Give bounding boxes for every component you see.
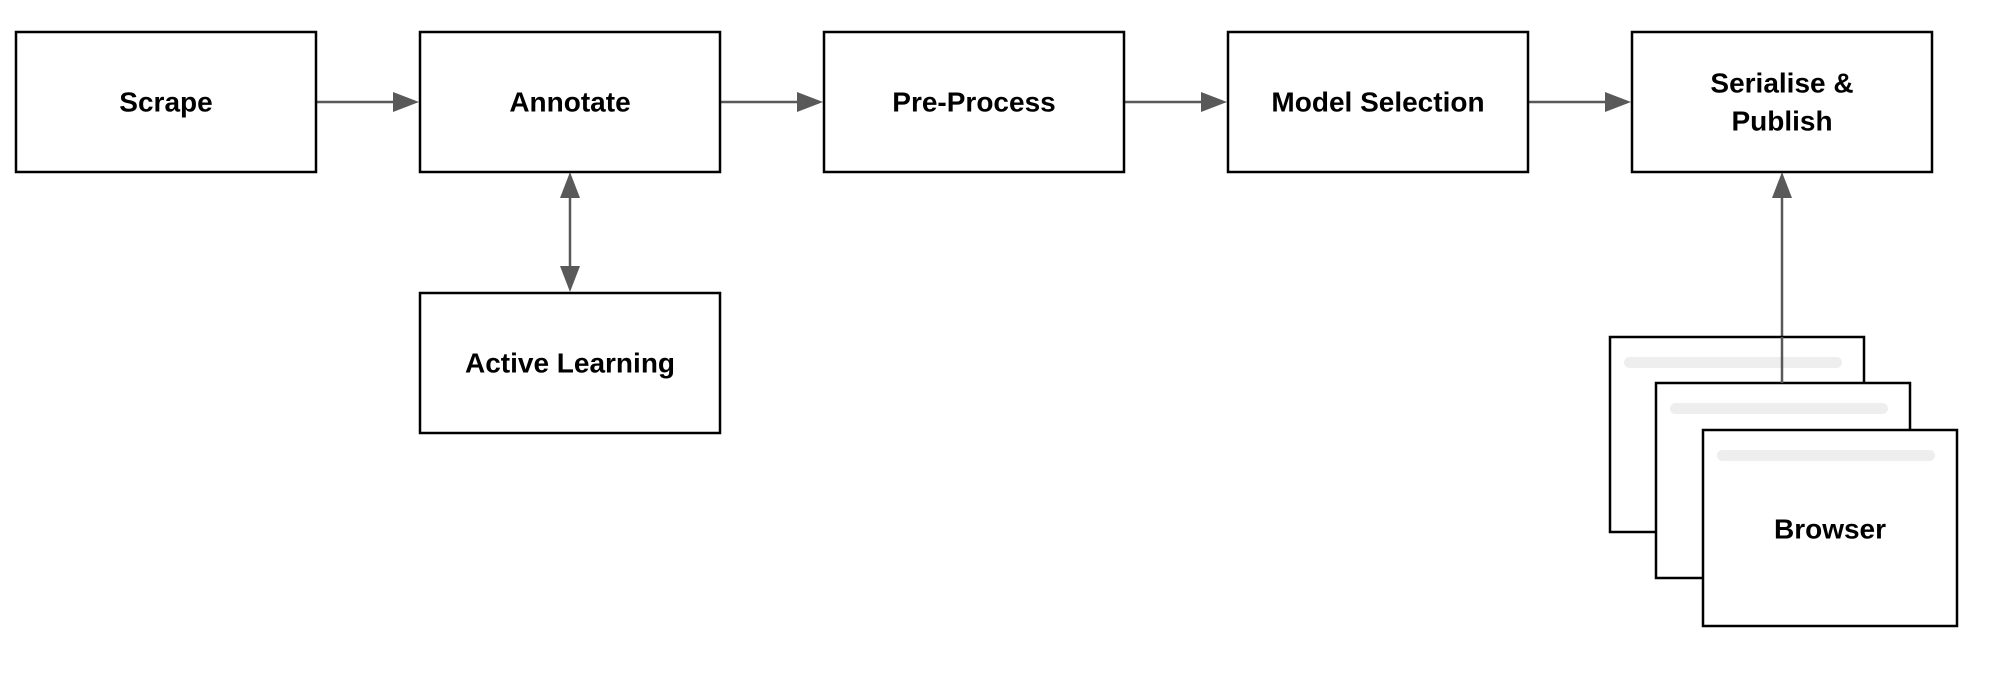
- nodes: Scrape Annotate Pre-Process Model Select…: [14, 30, 1959, 628]
- arrowhead-icon: [1772, 172, 1792, 198]
- node-browser-stack: Browser: [1608, 335, 1959, 628]
- browser-address-bar: [1624, 357, 1842, 368]
- node-model-selection-label: Model Selection: [1271, 87, 1484, 118]
- arrowhead-icon: [393, 92, 419, 112]
- node-serialise-publish-label-line1: Serialise &: [1710, 68, 1853, 99]
- node-preprocess: Pre-Process: [822, 30, 1126, 174]
- node-active-learning: Active Learning: [418, 291, 722, 435]
- node-model-selection: Model Selection: [1226, 30, 1530, 174]
- browser-window-front: Browser: [1701, 428, 1959, 628]
- node-serialise-publish-label-line2: Publish: [1731, 106, 1832, 137]
- arrowhead-icon: [1201, 92, 1227, 112]
- browser-address-bar: [1670, 403, 1888, 414]
- arrowhead-icon: [560, 266, 580, 292]
- arrowhead-icon: [797, 92, 823, 112]
- node-annotate: Annotate: [418, 30, 722, 174]
- node-browser-label: Browser: [1774, 514, 1886, 545]
- node-serialise-publish: Serialise & Publish: [1630, 30, 1934, 174]
- node-annotate-label: Annotate: [509, 87, 630, 118]
- arrowhead-icon: [1605, 92, 1631, 112]
- node-active-learning-label: Active Learning: [465, 348, 675, 379]
- node-scrape-label: Scrape: [119, 87, 212, 118]
- browser-address-bar: [1717, 450, 1935, 461]
- node-preprocess-label: Pre-Process: [892, 87, 1055, 118]
- arrowhead-icon: [560, 172, 580, 198]
- edges: [316, 92, 1792, 382]
- node-scrape: Scrape: [14, 30, 318, 174]
